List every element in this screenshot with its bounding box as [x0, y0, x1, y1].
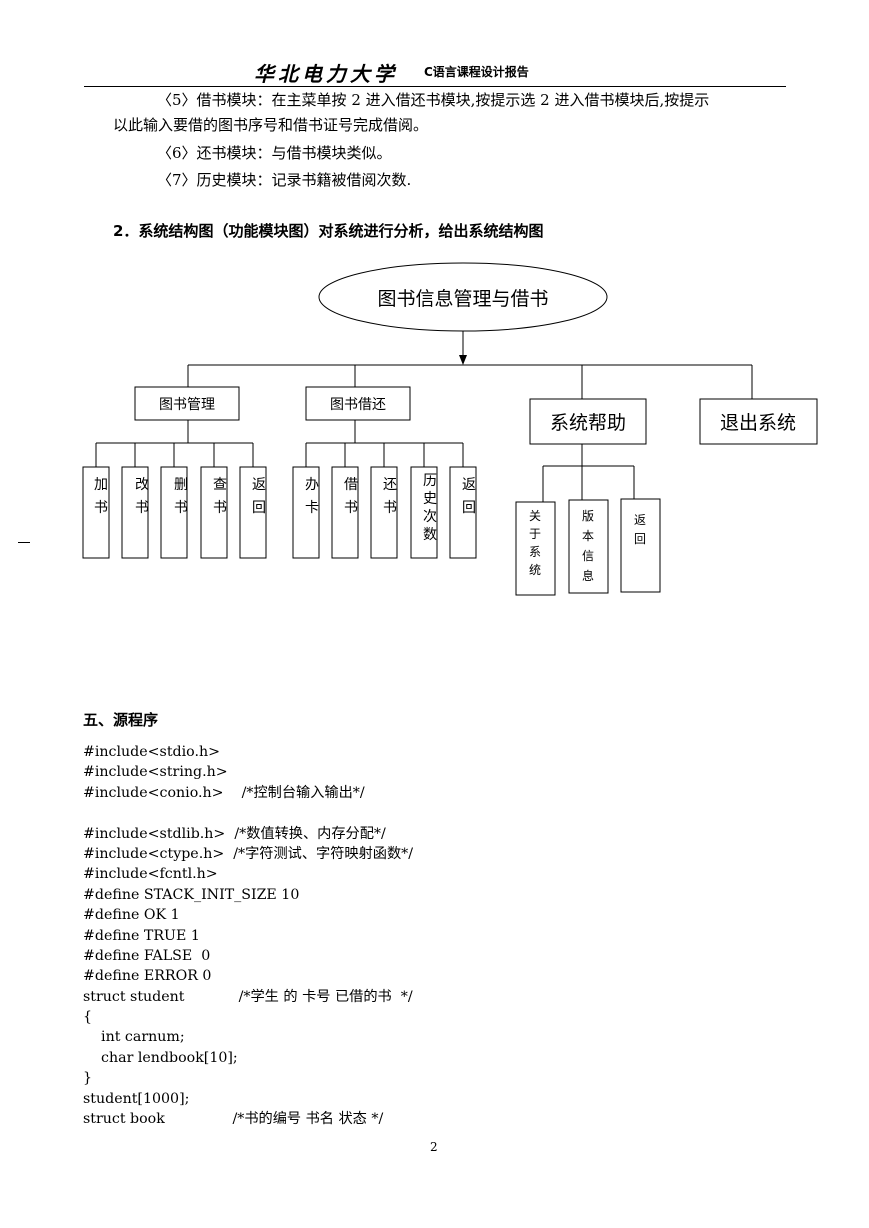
code-line: } [83, 1070, 93, 1087]
margin-mark [18, 542, 30, 543]
course-title: C语言课程设计报告 [424, 65, 529, 79]
paragraph-7: 〈7〉历史模块：记录书籍被借阅次数. [157, 171, 412, 189]
paragraph-6: 〈6〉还书模块：与借书模块类似。 [157, 144, 392, 162]
paragraph-5-line1: 〈5〉借书模块：在主菜单按 2 进入借还书模块,按提示选 2 进入借书模块后,按… [157, 91, 710, 109]
university-name: 华北电力大学 [254, 62, 398, 86]
leaf-label: 返回 [634, 513, 646, 546]
code-line: struct book /*书的编号 书名 状态 */ [83, 1111, 384, 1128]
leaf-label: 返回 [462, 477, 476, 516]
leaf-label: 返回 [252, 477, 266, 516]
leaf-box-history [410, 466, 438, 559]
leaf-box-version [568, 499, 609, 594]
section-heading: 2．系统结构图（功能模块图）对系统进行分析，给出系统结构图 [113, 222, 544, 240]
leaf-label: 还书 [383, 477, 397, 516]
leaf-box-query-book [200, 466, 228, 559]
leaf-label: 加书 [94, 477, 108, 516]
leaf-box-return-book [370, 466, 398, 559]
root-label: 图书信息管理与借书 [377, 288, 548, 310]
group-label-book-management: 图书管理 [159, 397, 215, 413]
leaf-box-edit-book [121, 466, 149, 559]
code-line: char lendbook[10]; [83, 1049, 238, 1066]
code-line: #include<conio.h> /*控制台输入输出*/ [83, 784, 365, 801]
leaf-box-add-book [82, 466, 110, 559]
group-label-exit: 退出系统 [720, 412, 796, 434]
code-line: #define FALSE 0 [83, 947, 211, 964]
leaf-box-card [292, 466, 320, 559]
code-line: #define STACK_INIT_SIZE 10 [83, 886, 300, 903]
group-label-system-help: 系统帮助 [550, 412, 626, 434]
code-line: int carnum; [83, 1029, 185, 1046]
code-line: student[1000]; [83, 1090, 190, 1107]
leaf-label: 借书 [344, 477, 358, 516]
code-line: #define ERROR 0 [83, 968, 212, 985]
group-box-system-help [529, 398, 647, 445]
group-box-borrow-return [305, 386, 411, 421]
code-line: struct student /*学生 的 卡号 已借的书 */ [83, 988, 413, 1005]
code-line: #include<stdlib.h> /*数值转换、内存分配*/ [83, 825, 386, 842]
leaf-label: 办卡 [305, 477, 319, 516]
arrow-head [459, 355, 467, 365]
code-line [83, 803, 413, 823]
leaf-box-return-3 [620, 498, 661, 593]
source-heading: 五、源程序 [83, 711, 159, 729]
page-header: 华北电力大学 C语言课程设计报告 [84, 58, 786, 87]
paragraph-5-line2: 以此输入要借的图书序号和借书证号完成借阅。 [113, 116, 429, 134]
page-number: 2 [430, 1140, 438, 1154]
leaf-box-delete-book [160, 466, 188, 559]
group-label-borrow-return: 图书借还 [330, 397, 386, 413]
leaf-label: 版本信息 [582, 509, 594, 583]
code-line: #include<stdio.h> [83, 744, 220, 760]
leaf-box-about [515, 501, 556, 596]
code-line: { [83, 1009, 93, 1026]
leaf-box-return-1 [239, 466, 267, 559]
leaf-label: 关于系统 [529, 509, 541, 577]
leaf-label: 改书 [135, 477, 149, 516]
leaf-box-borrow [331, 466, 359, 559]
leaf-label: 历史次数 [423, 473, 437, 543]
code-line: #define TRUE 1 [83, 927, 200, 944]
group-box-exit [699, 398, 818, 445]
code-line: #include<string.h> [83, 764, 228, 781]
leaf-box-return-2 [449, 466, 477, 559]
leaf-label: 删书 [174, 477, 188, 516]
source-code-block: #include<stdio.h> #include<string.h> #incl… [83, 742, 413, 1129]
code-line: #include<fcntl.h> [83, 866, 218, 883]
code-line: #include<ctype.h> /*字符测试、字符映射函数*/ [83, 845, 414, 862]
leaf-label: 查书 [213, 477, 227, 516]
code-line: #define OK 1 [83, 907, 180, 924]
group-box-book-management [134, 386, 240, 421]
